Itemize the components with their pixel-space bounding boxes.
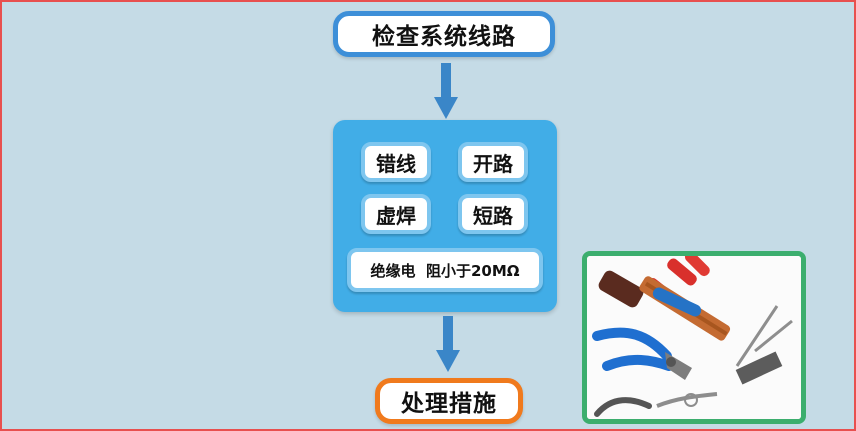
tools-photo <box>587 256 801 419</box>
fault-chip-wrong-wiring: 错线 <box>361 142 431 182</box>
top-node-check-system-wiring: 检查系统线路 <box>333 11 555 57</box>
arrow-down-icon <box>434 63 458 119</box>
arrow-down-icon <box>436 316 460 372</box>
bottom-node-handling-measures: 处理措施 <box>375 378 523 424</box>
fault-chip-cold-solder: 虚焊 <box>361 194 431 234</box>
fault-chip-short-circuit: 短路 <box>458 194 528 234</box>
fault-chip-open-circuit: 开路 <box>458 142 528 182</box>
insulation-resistance-note: 绝缘电 阻小于20MΩ <box>347 248 543 292</box>
tools-photo-frame <box>582 251 806 424</box>
fault-types-panel: 错线 开路 虚焊 短路 绝缘电 阻小于20MΩ <box>333 120 557 312</box>
